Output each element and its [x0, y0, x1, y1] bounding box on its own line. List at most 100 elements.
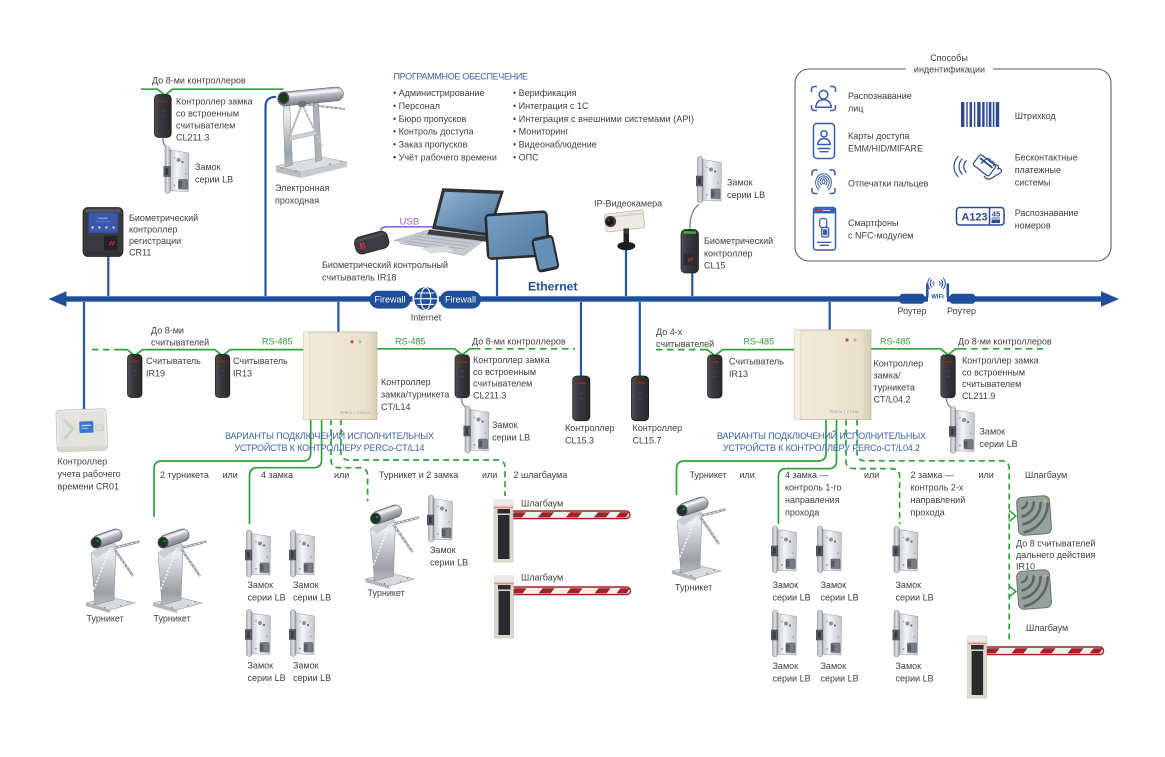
svg-text:RS-485: RS-485 [744, 337, 775, 347]
svg-text:Биометрический: Биометрический [129, 213, 198, 223]
svg-text:IR10: IR10 [1016, 562, 1035, 572]
svg-text:Замок: Замок [430, 545, 456, 555]
svg-text:CT/L04.2: CT/L04.2 [874, 395, 911, 405]
svg-text:• ОПС: • ОПС [513, 153, 539, 163]
svg-text:Бесконтактные: Бесконтактные [1015, 153, 1078, 163]
svg-text:Замок: Замок [821, 580, 847, 590]
svg-text:или: или [979, 470, 994, 480]
svg-text:USB: USB [400, 217, 420, 228]
svg-text:До 8-ми контроллеров: До 8-ми контроллеров [472, 337, 566, 347]
svg-text:Биометрический контрольный: Биометрический контрольный [322, 260, 448, 270]
svg-text:замка/: замка/ [874, 371, 901, 381]
svg-text:Шлагбаум: Шлагбаум [1025, 470, 1067, 480]
svg-text:4 замка —: 4 замка — [785, 470, 828, 480]
svg-text:времени CR01: времени CR01 [58, 482, 120, 492]
svg-text:• Верификация: • Верификация [513, 88, 576, 98]
svg-text:ВАРИАНТЫ ПОДКЛЮЧЕНИЙ ИСПОЛНИТЕ: ВАРИАНТЫ ПОДКЛЮЧЕНИЙ ИСПОЛНИТЕЛЬНЫХ [717, 430, 926, 441]
svg-text:До 8 считывателей: До 8 считывателей [1016, 539, 1095, 549]
svg-text:Считыватель: Считыватель [729, 357, 784, 367]
svg-text:УСТРОЙСТВ К КОНТРОЛЛЕРУ PERCo-: УСТРОЙСТВ К КОНТРОЛЛЕРУ PERCo-CT/L04.2 [723, 442, 920, 453]
svg-text:серии LB: серии LB [980, 439, 1018, 449]
svg-text:Замок: Замок [248, 580, 274, 590]
svg-text:серии LB: серии LB [248, 673, 286, 683]
svg-text:Замок: Замок [821, 661, 847, 671]
svg-text:Ethernet: Ethernet [528, 280, 578, 294]
svg-text:считывателем: считывателем [473, 379, 532, 389]
svg-text:Контроллер: Контроллер [381, 377, 431, 387]
svg-text:CL211.3: CL211.3 [176, 133, 209, 143]
svg-text:серии LB: серии LB [293, 592, 331, 602]
svg-text:• Бюро пропусков: • Бюро пропусков [393, 114, 467, 124]
svg-text:со встроенным: со встроенным [473, 367, 536, 377]
svg-text:До 8-ми контроллеров: До 8-ми контроллеров [958, 337, 1052, 347]
svg-text:замка/турникета: замка/турникета [381, 390, 449, 400]
svg-text:Шлагбаум: Шлагбаум [1026, 623, 1068, 633]
svg-text:CL211.9: CL211.9 [962, 391, 995, 401]
svg-text:серии LB: серии LB [430, 558, 468, 568]
svg-text:WiFi: WiFi [931, 295, 944, 301]
svg-text:PERCo | CT/L14: PERCo | CT/L14 [340, 411, 369, 415]
svg-text:Турникет: Турникет [87, 614, 124, 624]
svg-text:CL15.3: CL15.3 [565, 436, 594, 446]
svg-text:Смартфоны: Смартфоны [848, 218, 898, 228]
svg-text:или: или [482, 470, 497, 480]
svg-text:серии LB: серии LB [773, 592, 811, 602]
svg-text:4 замка: 4 замка [261, 470, 293, 480]
svg-text:считывателей: считывателей [151, 338, 209, 348]
svg-text:контроллер: контроллер [129, 225, 177, 235]
svg-text:серии LB: серии LB [896, 673, 934, 683]
svg-text:Замок: Замок [248, 661, 274, 671]
svg-text:CL211.3: CL211.3 [473, 390, 506, 400]
svg-text:• Администрирование: • Администрирование [393, 88, 484, 98]
svg-text:Турникет: Турникет [154, 614, 191, 624]
svg-text:или: или [223, 470, 238, 480]
svg-text:направлений: направлений [911, 495, 966, 505]
svg-text:лиц: лиц [848, 104, 863, 114]
svg-text:Замок: Замок [896, 661, 922, 671]
svg-text:серии LB: серии LB [248, 592, 286, 602]
svg-text:контроль 2-х: контроль 2-х [911, 483, 964, 493]
svg-text:Замок: Замок [773, 661, 799, 671]
svg-text:Карты доступа: Карты доступа [848, 131, 910, 141]
svg-text:2 шлагбаума: 2 шлагбаума [514, 470, 568, 480]
svg-text:Замок: Замок [980, 427, 1006, 437]
svg-text:Контроллер замка: Контроллер замка [176, 97, 253, 107]
svg-text:Замок: Замок [293, 580, 319, 590]
svg-text:RS-485: RS-485 [262, 337, 293, 347]
svg-text:Контроллер: Контроллер [633, 423, 683, 433]
svg-text:контроллер: контроллер [704, 248, 752, 258]
svg-text:со встроенным: со встроенным [176, 109, 239, 119]
svg-text:До 4-х: До 4-х [656, 327, 683, 337]
svg-text:Firewall: Firewall [374, 295, 405, 305]
svg-text:2 турникета: 2 турникета [160, 470, 209, 480]
svg-text:Firewall: Firewall [445, 295, 476, 305]
svg-text:Турникет: Турникет [368, 588, 405, 598]
svg-text:IP-Видеокамера: IP-Видеокамера [594, 199, 662, 209]
svg-text:серии LB: серии LB [896, 592, 934, 602]
svg-text:Отпечатки пальцев: Отпечатки пальцев [848, 178, 929, 188]
svg-text:Электронная: Электронная [275, 183, 330, 193]
svg-text:системы: системы [1015, 178, 1051, 188]
svg-text:Замок: Замок [492, 420, 518, 430]
svg-text:Контроллер замка: Контроллер замка [962, 356, 1039, 366]
svg-text:серии LB: серии LB [195, 175, 233, 185]
svg-text:Считыватель: Считыватель [233, 356, 288, 366]
svg-text:Замок: Замок [727, 178, 753, 188]
svg-text:EMM/HID/MIFARE: EMM/HID/MIFARE [848, 144, 923, 154]
svg-text:считывателем: считывателем [962, 379, 1021, 389]
svg-text:серии LB: серии LB [727, 190, 765, 200]
svg-text:Контроллер: Контроллер [874, 359, 924, 369]
svg-text:• Интеграция с внешними систем: • Интеграция с внешними системами (API) [513, 114, 694, 124]
svg-text:проходная: проходная [275, 196, 319, 206]
svg-text:CL15: CL15 [704, 261, 726, 271]
svg-text:Шлагбаум: Шлагбаум [521, 499, 563, 509]
svg-text:CL15.7: CL15.7 [633, 436, 662, 446]
svg-text:Распознавание: Распознавание [848, 91, 912, 101]
svg-text:До 8-ми: До 8-ми [151, 326, 184, 336]
svg-text:платежные: платежные [1015, 165, 1061, 175]
svg-text:или: или [334, 470, 349, 480]
svg-text:PERCo | CT/L04: PERCo | CT/L04 [830, 410, 859, 414]
svg-text:серии LB: серии LB [773, 673, 811, 683]
svg-text:или: или [740, 470, 755, 480]
svg-text:Замок: Замок [195, 162, 221, 172]
